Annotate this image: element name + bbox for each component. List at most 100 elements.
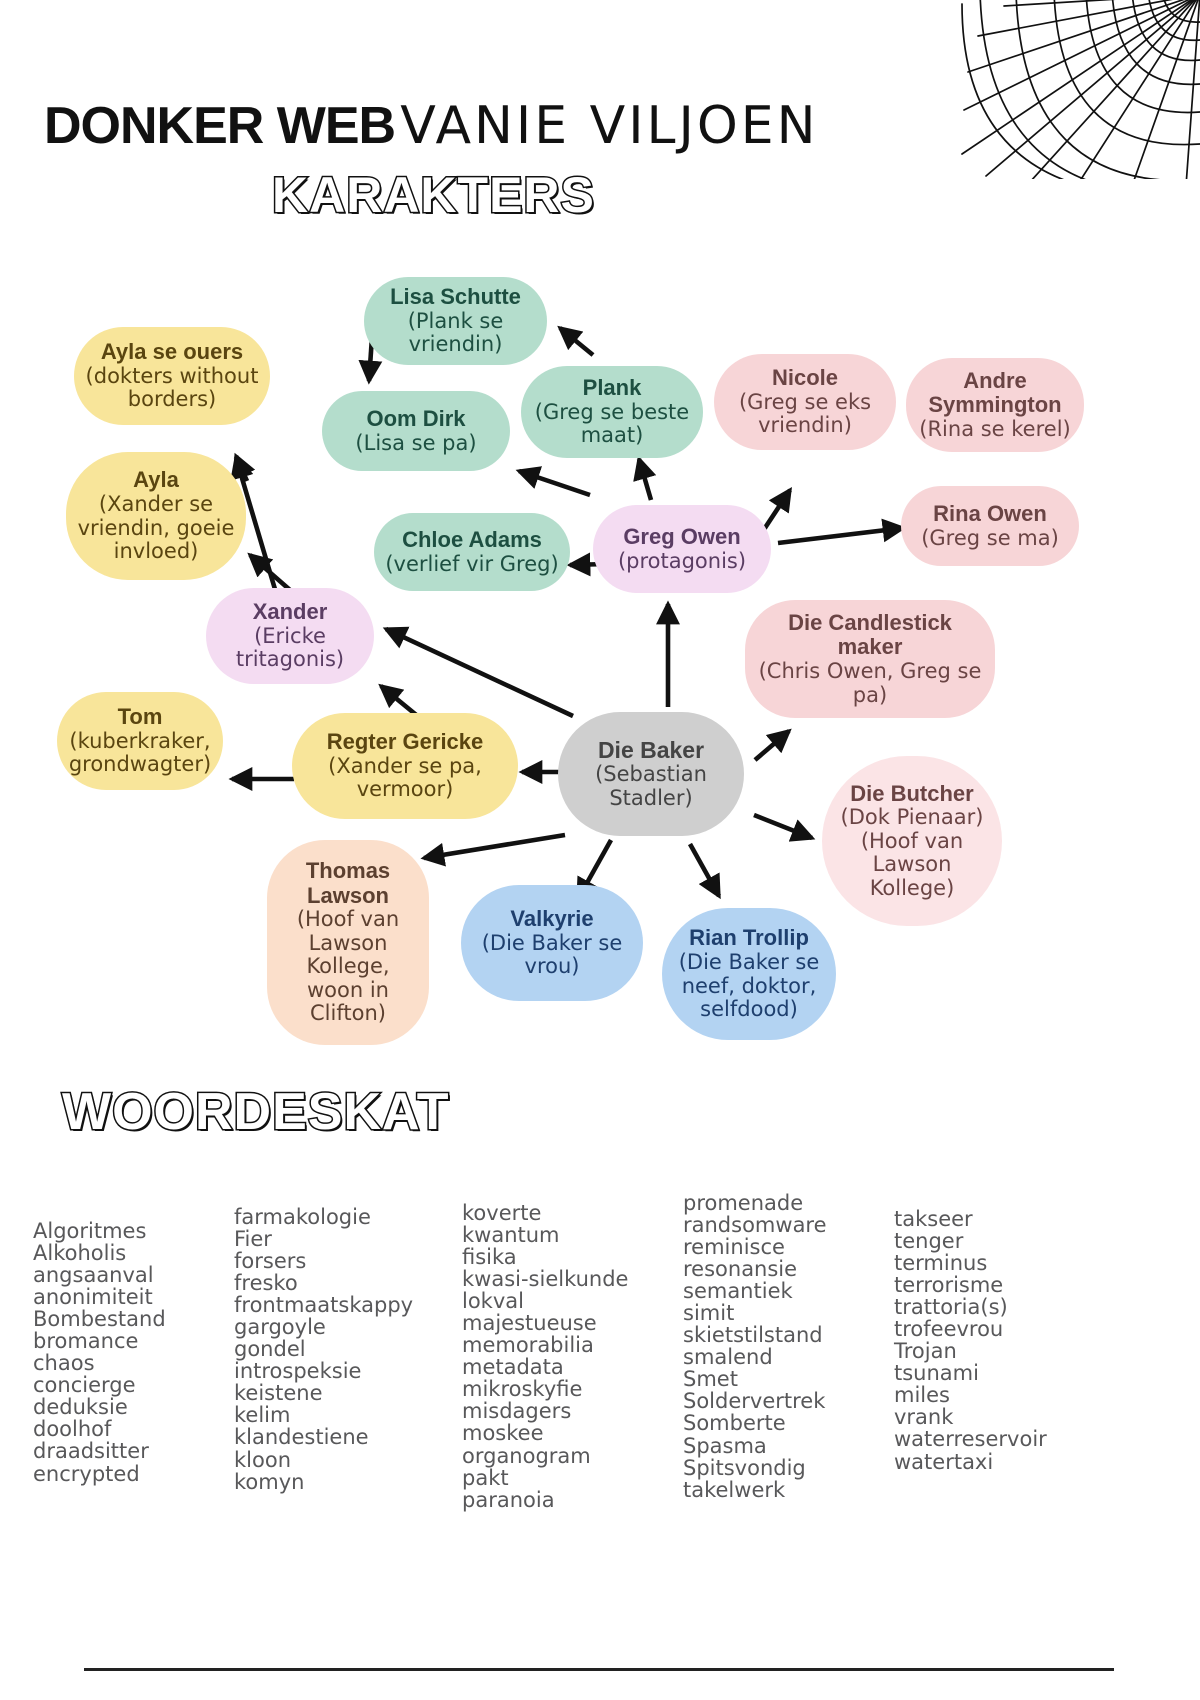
word-item: angsaanval [33, 1263, 154, 1288]
title-bold: DONKER WEB [44, 97, 396, 155]
node-valkyrie[interactable]: Valkyrie (Die Baker se vrou) [461, 885, 643, 1001]
word-item: bromance [33, 1329, 139, 1354]
node-name: Ayla [133, 467, 179, 493]
word-item: Spitsvondig [683, 1455, 806, 1480]
node-xander[interactable]: Xander (Ericke tritagonis) [206, 588, 374, 684]
node-desc: (Greg se beste maat) [534, 399, 690, 448]
word-item: memorabilia [462, 1333, 594, 1358]
word-item: Soldervertrek [683, 1389, 826, 1414]
node-plank[interactable]: Plank (Greg se beste maat) [521, 366, 703, 458]
karakters-heading: KARAKTERS [271, 166, 596, 225]
word-item: kloon [234, 1447, 292, 1472]
node-die-candlestick-maker[interactable]: Die Candlestick maker (Chris Owen, Greg … [745, 600, 995, 718]
node-name: Thomas Lawson [305, 858, 391, 908]
node-tom[interactable]: Tom (kuberkraker, grondwagter) [57, 692, 223, 790]
word-item: Trojan [894, 1339, 957, 1364]
word-item: Bombestand [33, 1307, 166, 1332]
word-item: klandestiene [234, 1425, 369, 1450]
word-item: majestueuse [462, 1311, 597, 1336]
word-item: semantiek [683, 1279, 793, 1304]
title-light: VANIE VILJOEN [400, 96, 819, 156]
word-item: paranoia [462, 1487, 555, 1512]
word-item: farmakologie [234, 1205, 371, 1229]
node-ayla-se-ouers[interactable]: Ayla se ouers (dokters without borders) [74, 327, 270, 425]
word-item: organogram [462, 1443, 591, 1468]
poster-title: DONKER WEB VANIE VILJOEN [44, 96, 819, 156]
node-name: Regter Gericke [326, 729, 484, 755]
word-item: moskee [462, 1421, 544, 1446]
node-desc: (verlief vir Greg) [385, 551, 559, 576]
node-name: Rian Trollip [689, 925, 809, 951]
word-item: tenger [894, 1229, 964, 1254]
node-thomas-lawson[interactable]: Thomas Lawson (Hoof van Lawson Kollege, … [267, 840, 429, 1045]
node-desc: (Lisa se pa) [355, 430, 477, 455]
node-desc: (dokters without borders) [85, 363, 259, 412]
node-regter-gericke[interactable]: Regter Gericke (Xander se pa, vermoor) [292, 713, 518, 819]
word-item: frontmaatskappy [234, 1293, 414, 1318]
node-lisa-schutte[interactable]: Lisa Schutte (Plank se vriendin) [364, 277, 547, 365]
node-die-baker[interactable]: Die Baker (Sebastian Stadler) [558, 712, 744, 836]
word-item: keistene [234, 1381, 323, 1406]
node-rina-owen[interactable]: Rina Owen (Greg se ma) [901, 486, 1079, 566]
node-greg-owen[interactable]: Greg Owen (protagonis) [593, 505, 771, 593]
word-item: gondel [234, 1337, 306, 1362]
word-item: kelim [234, 1403, 291, 1428]
node-desc: (Greg se ma) [921, 525, 1059, 550]
word-item: mikroskyfie [462, 1377, 583, 1402]
node-chloe-adams[interactable]: Chloe Adams (verlief vir Greg) [374, 513, 570, 591]
word-item: smalend [683, 1345, 773, 1370]
word-item: Smet [683, 1367, 738, 1392]
node-desc: (Chris Owen, Greg se pa) [758, 659, 982, 707]
word-item: fisika [462, 1245, 517, 1270]
node-desc: (Die Baker se neef, doktor, selfdood) [678, 950, 820, 1022]
word-item: takelwerk [683, 1477, 786, 1502]
node-name: Greg Owen [623, 523, 741, 549]
node-desc: (Xander se vriendin, goeie invloed) [77, 492, 235, 564]
node-desc: (Plank se vriendin) [407, 308, 504, 357]
word-item: forsers [234, 1249, 307, 1274]
word-item: Alkoholis [33, 1241, 127, 1266]
word-item: terrorisme [894, 1273, 1004, 1298]
word-item: simit [683, 1301, 735, 1326]
node-name: Rina Owen [933, 500, 1047, 526]
node-name: Chloe Adams [402, 526, 542, 552]
node-die-butcher[interactable]: Die Butcher (Dok Pienaar) (Hoof van Laws… [822, 756, 1002, 926]
node-desc: (Xander se pa, vermoor) [328, 753, 482, 802]
node-name: Nicole [771, 365, 839, 391]
word-item: gargoyle [234, 1315, 326, 1340]
word-item: tsunami [894, 1361, 979, 1386]
word-item: Fier [234, 1227, 272, 1252]
word-item: anonimiteit [33, 1285, 153, 1310]
word-item: trofeevrou [894, 1317, 1004, 1342]
node-nicole[interactable]: Nicole (Greg se eks vriendin) [714, 354, 896, 450]
word-item: fresko [234, 1271, 298, 1296]
word-item: encrypted [33, 1461, 140, 1486]
word-item: komyn [234, 1469, 305, 1494]
word-item: deduksie [33, 1395, 128, 1420]
word-item: vrank [894, 1405, 954, 1430]
node-name: Plank [582, 375, 642, 401]
node-oom-dirk[interactable]: Oom Dirk (Lisa se pa) [322, 391, 510, 471]
node-name: Lisa Schutte [390, 284, 521, 310]
woordeskat-heading: WOORDESKAT [60, 1082, 450, 1143]
node-ayla[interactable]: Ayla (Xander se vriendin, goeie invloed) [66, 452, 246, 580]
word-item: chaos [33, 1351, 95, 1376]
node-desc: (kuberkraker, grondwagter) [68, 728, 212, 777]
word-item: doolhof [33, 1417, 112, 1442]
word-item: pakt [462, 1465, 509, 1490]
word-item: Spasma [683, 1433, 767, 1458]
word-item: skietstilstand [683, 1323, 823, 1348]
word-item: kwantum [462, 1223, 560, 1248]
node-andre-symmington[interactable]: Andre Symmington (Rina se kerel) [906, 358, 1084, 452]
node-desc: (Dok Pienaar) (Hoof van Lawson Kollege) [840, 805, 984, 900]
node-name: Oom Dirk [366, 405, 466, 431]
node-name: Die Baker [597, 736, 705, 763]
bottom-divider [84, 1668, 1114, 1671]
word-item: kwasi-sielkunde [462, 1267, 629, 1292]
node-rian-trollip[interactable]: Rian Trollip (Die Baker se neef, doktor,… [662, 908, 836, 1040]
word-item: misdagers [462, 1399, 572, 1424]
